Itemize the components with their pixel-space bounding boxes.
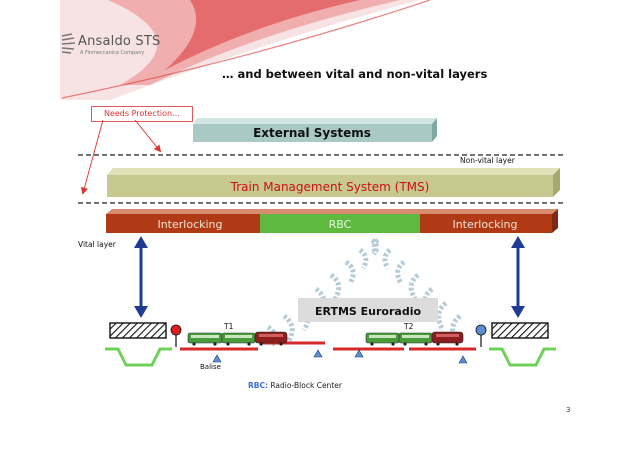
track: [180, 341, 476, 351]
euroradio-label: ERTMS Euroradio: [315, 305, 422, 318]
rbc-legend: RBC: Radio-Block Center: [248, 381, 342, 390]
external-systems-bar: [193, 118, 437, 142]
rbc-legend-key: RBC:: [248, 381, 268, 390]
ground-left: [105, 347, 172, 367]
logo-tagline: A Finmeccanica Company: [80, 50, 145, 56]
signal-blue-icon: [475, 324, 487, 347]
slide-title: … and between vital and non-vital layers: [222, 67, 488, 81]
rbc-legend-text: Radio-Block Center: [268, 381, 342, 390]
ground-right: [489, 347, 556, 367]
radio-waves-right: [371, 238, 462, 344]
interlocking-building-left: [109, 322, 167, 339]
callout-arrow-left: [80, 119, 104, 195]
page-number: 3: [566, 406, 571, 414]
vital-arrow-left: [134, 236, 148, 318]
interlocking-left-label: Interlocking: [157, 218, 222, 231]
radio-waves-left: [266, 238, 380, 347]
needs-protection-callout: Needs Protection…: [91, 106, 193, 122]
vital-layer-label: Vital layer: [78, 240, 117, 249]
non-vital-layer-label: Non-vital layer: [460, 156, 516, 165]
train-t1-icon: [187, 331, 288, 346]
balise-label: Balise: [200, 363, 221, 371]
vital-row: [106, 209, 558, 233]
train-t2-label: T2: [403, 322, 414, 331]
tms-label: Train Management System (TMS): [230, 180, 430, 194]
vital-arrow-right: [511, 236, 525, 318]
signal-red-icon: [170, 324, 182, 347]
train-t2-icon: [365, 331, 464, 346]
callout-arrow-right: [134, 119, 162, 153]
train-t1-label: T1: [223, 322, 234, 331]
rbc-label: RBC: [329, 218, 352, 231]
interlocking-building-right: [491, 322, 549, 339]
external-systems-label: External Systems: [253, 126, 371, 140]
tms-bar: [107, 168, 560, 197]
euroradio-box: [298, 298, 438, 322]
balise-icons: [212, 349, 468, 364]
interlocking-right-label: Interlocking: [452, 218, 517, 231]
ansaldo-logo-icon: [61, 33, 76, 54]
logo-name: Ansaldo STS: [78, 34, 161, 49]
